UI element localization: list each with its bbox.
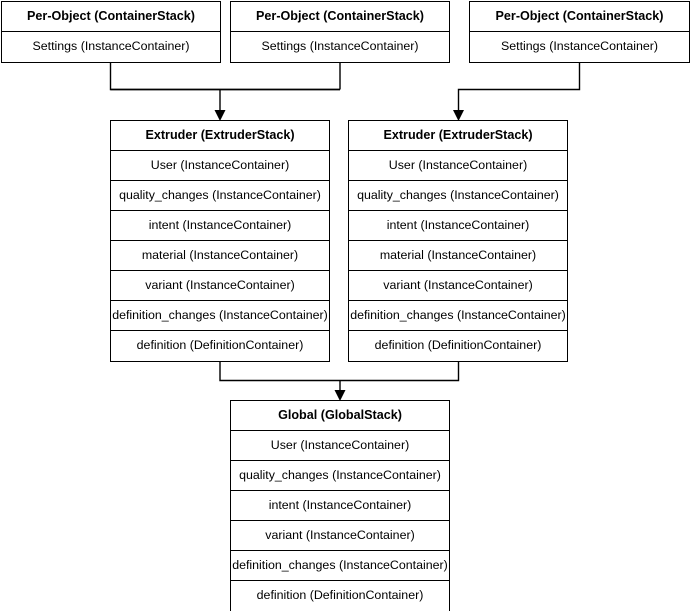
per-object-stack-1[interactable]: Per-Object (ContainerStack) Settings (In… [1, 1, 221, 63]
extruder-stack-2-row-quality-changes[interactable]: quality_changes (InstanceContainer) [349, 181, 567, 211]
per-object-stack-2-row-settings[interactable]: Settings (InstanceContainer) [231, 32, 449, 62]
extruder-stack-2-header: Extruder (ExtruderStack) [349, 121, 567, 151]
extruder-stack-2-row-material[interactable]: material (InstanceContainer) [349, 241, 567, 271]
extruder-stack-1-row-material[interactable]: material (InstanceContainer) [111, 241, 329, 271]
per-object-stack-2-header: Per-Object (ContainerStack) [231, 2, 449, 32]
per-object-stack-3-row-settings[interactable]: Settings (InstanceContainer) [470, 32, 689, 62]
global-stack-header: Global (GlobalStack) [231, 401, 449, 431]
global-stack-row-intent[interactable]: intent (InstanceContainer) [231, 491, 449, 521]
per-object-stack-1-header: Per-Object (ContainerStack) [2, 2, 220, 32]
extruder-stack-1-row-definition-changes[interactable]: definition_changes (InstanceContainer) [111, 301, 329, 331]
per-object-stack-2[interactable]: Per-Object (ContainerStack) Settings (In… [230, 1, 450, 63]
extruder-stack-2-row-variant[interactable]: variant (InstanceContainer) [349, 271, 567, 301]
extruder-stack-1-row-user[interactable]: User (InstanceContainer) [111, 151, 329, 181]
extruder-stack-2-row-definition-changes[interactable]: definition_changes (InstanceContainer) [349, 301, 567, 331]
global-stack-row-definition-changes[interactable]: definition_changes (InstanceContainer) [231, 551, 449, 581]
global-stack-row-variant[interactable]: variant (InstanceContainer) [231, 521, 449, 551]
global-stack-row-user[interactable]: User (InstanceContainer) [231, 431, 449, 461]
per-object-stack-3-header: Per-Object (ContainerStack) [470, 2, 689, 32]
wire-extruders-to-global [219, 360, 460, 382]
wire-perobject1-to-extruder1 [109, 61, 340, 91]
per-object-stack-1-row-settings[interactable]: Settings (InstanceContainer) [2, 32, 220, 62]
extruder-stack-1-row-intent[interactable]: intent (InstanceContainer) [111, 211, 329, 241]
extruder-stack-1-row-definition[interactable]: definition (DefinitionContainer) [111, 331, 329, 361]
extruder-stack-2-row-user[interactable]: User (InstanceContainer) [349, 151, 567, 181]
global-stack[interactable]: Global (GlobalStack) User (InstanceConta… [230, 400, 450, 611]
extruder-stack-2-row-intent[interactable]: intent (InstanceContainer) [349, 211, 567, 241]
extruder-stack-2-row-definition[interactable]: definition (DefinitionContainer) [349, 331, 567, 361]
extruder-stack-1[interactable]: Extruder (ExtruderStack) User (InstanceC… [110, 120, 330, 362]
extruder-stack-1-row-quality-changes[interactable]: quality_changes (InstanceContainer) [111, 181, 329, 211]
per-object-stack-3[interactable]: Per-Object (ContainerStack) Settings (In… [469, 1, 690, 63]
global-stack-row-quality-changes[interactable]: quality_changes (InstanceContainer) [231, 461, 449, 491]
wire-perobject3-to-extruder2 [457, 61, 581, 113]
extruder-stack-2[interactable]: Extruder (ExtruderStack) User (InstanceC… [348, 120, 568, 362]
extruder-stack-1-header: Extruder (ExtruderStack) [111, 121, 329, 151]
global-stack-row-definition[interactable]: definition (DefinitionContainer) [231, 581, 449, 611]
extruder-stack-1-row-variant[interactable]: variant (InstanceContainer) [111, 271, 329, 301]
